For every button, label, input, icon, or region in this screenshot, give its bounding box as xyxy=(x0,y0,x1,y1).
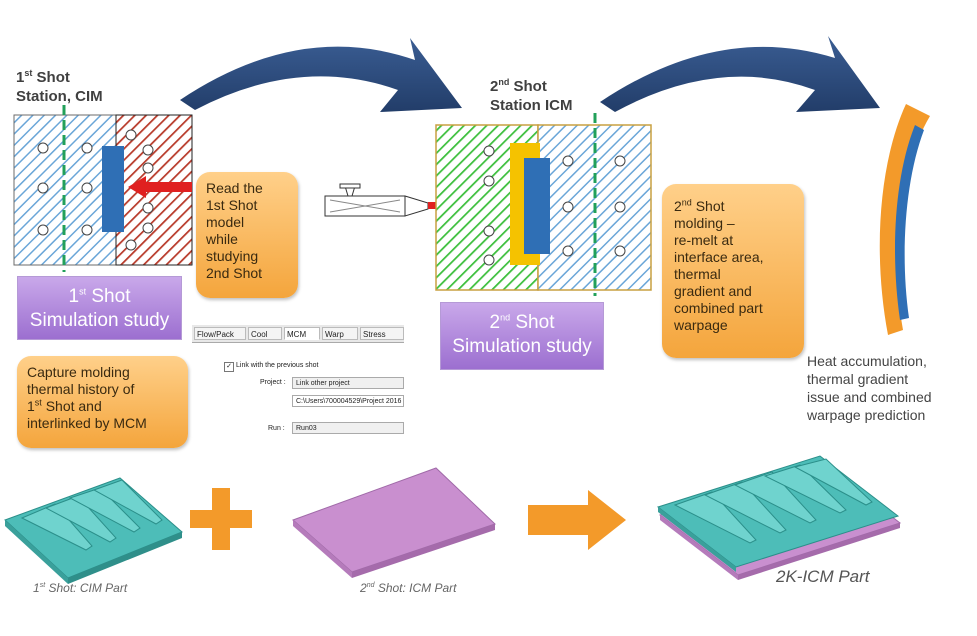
callout-line: thermal history of xyxy=(27,381,135,397)
capture-history-callout: Capture molding thermal history of 1st S… xyxy=(17,356,188,448)
final-part-icon xyxy=(656,455,902,580)
run-select[interactable]: Run03 xyxy=(292,422,404,434)
mcm-tab-bar: Flow/Pack Cool MCM Warp Stress xyxy=(192,325,404,343)
station-1-title: 1st Shot Station, CIM xyxy=(16,68,103,106)
link-checkbox[interactable]: ✓ xyxy=(224,362,234,372)
run-label: Run : xyxy=(268,425,285,432)
callout-line: warpage xyxy=(674,317,728,333)
final-part-caption: 2K-ICM Part xyxy=(776,567,870,586)
callout-line: molding – xyxy=(674,215,735,231)
tab-stress[interactable]: Stress xyxy=(360,327,404,340)
warped-part-icon xyxy=(879,104,930,335)
note-line: warpage prediction xyxy=(807,407,926,423)
callout-line: while xyxy=(206,231,238,247)
callout-line: model xyxy=(206,214,245,230)
second-shot-molding-callout: 2nd Shot molding – re-melt at interface … xyxy=(662,184,804,358)
plus-icon xyxy=(190,488,252,550)
cim-part-caption: 1st Shot: CIM Part xyxy=(33,581,128,595)
link-checkbox-label: Link with the previous shot xyxy=(236,362,319,369)
cim-part-icon xyxy=(4,477,183,584)
right-arrow-icon xyxy=(528,490,626,550)
callout-line: Read the xyxy=(206,180,263,196)
note-line: Heat accumulation, xyxy=(807,353,927,369)
curved-arrow-1-icon xyxy=(180,38,462,112)
project-select[interactable]: Link other project xyxy=(292,377,404,389)
project-label: Project : xyxy=(260,379,286,386)
second-shot-study-box: 2nd Shot Simulation study xyxy=(440,302,604,370)
icm-part-caption: 2nd Shot: ICM Part xyxy=(360,581,457,595)
mcm-settings-panel: Flow/Pack Cool MCM Warp Stress ✓ Link wi… xyxy=(192,325,404,437)
callout-line: re-melt at xyxy=(674,232,734,248)
read-first-shot-callout: Read the 1st Shot model while studying 2… xyxy=(196,172,298,298)
project-path-field[interactable]: C:\Users\700004529\Project 2016 xyxy=(292,395,404,407)
mold-1-cim xyxy=(13,105,193,272)
tab-cool[interactable]: Cool xyxy=(248,327,282,340)
callout-line: Capture molding xyxy=(27,364,130,380)
station-2-title: 2nd Shot Station ICM xyxy=(490,77,573,115)
note-line: thermal gradient xyxy=(807,371,909,387)
callout-line: interlinked by MCM xyxy=(27,415,147,431)
callout-line: combined part xyxy=(674,300,763,316)
tab-mcm[interactable]: MCM xyxy=(284,327,320,340)
icm-part-icon xyxy=(292,467,496,578)
callout-line: 1st Shot xyxy=(206,197,258,213)
callout-line: interface area, xyxy=(674,249,764,265)
callout-line: 2nd Shot xyxy=(674,197,725,214)
heat-accumulation-note: Heat accumulation, thermal gradient issu… xyxy=(807,352,973,424)
callout-line: 2nd Shot xyxy=(206,265,263,281)
callout-line: studying xyxy=(206,248,259,264)
mold-2-icm xyxy=(435,113,652,296)
callout-line: 1st Shot and xyxy=(27,397,102,414)
callout-line: thermal xyxy=(674,266,721,282)
tab-flow-pack[interactable]: Flow/Pack xyxy=(194,327,246,340)
callout-line: gradient and xyxy=(674,283,752,299)
first-shot-study-box: 1st Shot Simulation study xyxy=(17,276,182,340)
note-line: issue and combined xyxy=(807,389,932,405)
tab-warp[interactable]: Warp xyxy=(322,327,358,340)
curved-arrow-2-icon xyxy=(600,36,880,112)
